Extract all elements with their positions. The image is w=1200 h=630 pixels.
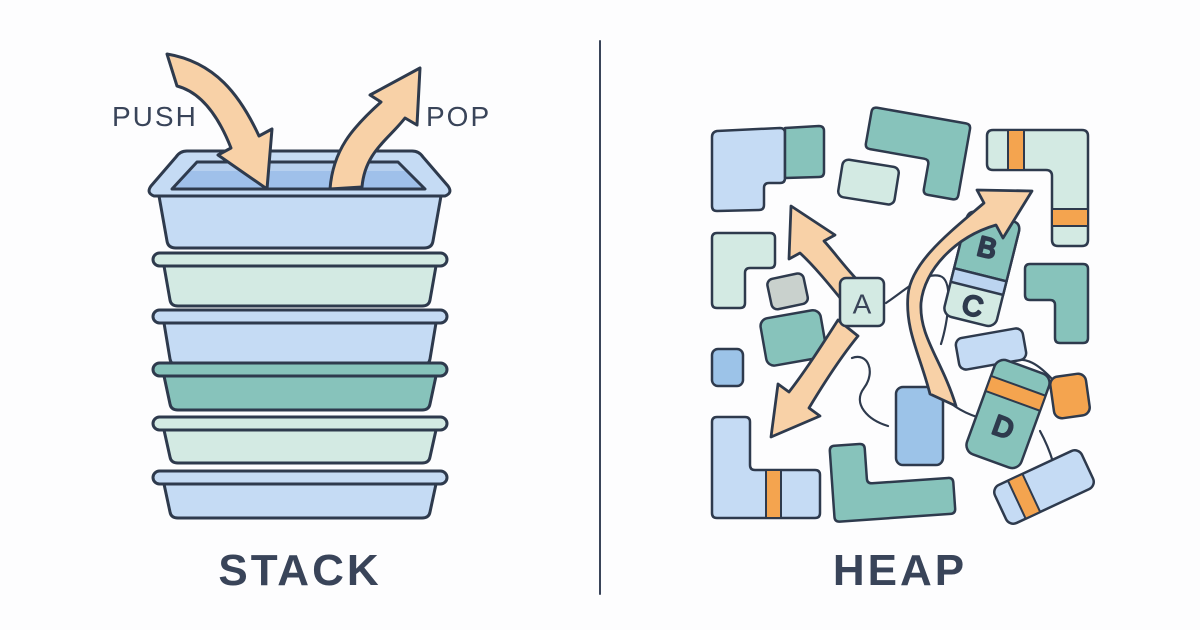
- orange-stripe: [1006, 472, 1042, 520]
- heap-block-blue-vertical-rect: [894, 385, 945, 467]
- heap-title: HEAP: [832, 546, 968, 595]
- heap-block-l-striped-topright: [985, 128, 1090, 248]
- orange-stripe: [1051, 208, 1089, 227]
- connector-line-5: [884, 274, 950, 346]
- block-a-label: A: [853, 289, 872, 320]
- orange-stripe: [765, 469, 782, 519]
- heap-block-blue-striped-bottomright: [993, 449, 1095, 525]
- heap-block-d: D: [965, 358, 1051, 470]
- push-label: PUSH: [112, 101, 198, 132]
- orange-stripe: [1007, 129, 1025, 171]
- heap-block-l-teal-right: [1023, 262, 1090, 345]
- stack-illustration: [147, 52, 452, 520]
- panel-divider: [599, 40, 601, 595]
- heap-block-mint-rect: [836, 158, 901, 206]
- heap-block-gray-square: [766, 272, 810, 311]
- heap-block-l-teal-bottom: [828, 442, 957, 523]
- alloc-arrow-up-right-icon: [906, 188, 1034, 408]
- stack-tray-5: [151, 415, 449, 465]
- pop-label: POP: [426, 101, 492, 132]
- heap-block-blue-small-rect: [954, 327, 1028, 371]
- heap-block-l-mint-left: [710, 231, 777, 310]
- stack-tray-4: [151, 361, 449, 412]
- pop-arrow-icon: [328, 66, 422, 191]
- connector-line-4: [1038, 429, 1055, 464]
- stack-tray-2: [151, 251, 449, 308]
- push-arrow-icon: [165, 52, 274, 191]
- orange-stripe: [984, 374, 1047, 412]
- heap-block-small-blue-square: [710, 347, 745, 388]
- heap-block-l-blue-striped-bottomleft: [710, 415, 822, 520]
- connector-line-1: [850, 355, 890, 428]
- stack-tray-top: [147, 149, 452, 250]
- heap-block-l-teal-top: [864, 106, 972, 201]
- stack-tray-6: [151, 469, 449, 520]
- heap-block-composite: [710, 124, 826, 213]
- alloc-arrow-down-left-icon: [769, 318, 860, 439]
- heap-block-teal-rect: [759, 308, 828, 367]
- heap-block-a: A: [838, 276, 886, 328]
- stack-title: STACK: [218, 546, 382, 595]
- heap-block-orange-square: [1049, 372, 1091, 420]
- tray-body: [157, 194, 443, 250]
- tray-rim: [147, 149, 452, 198]
